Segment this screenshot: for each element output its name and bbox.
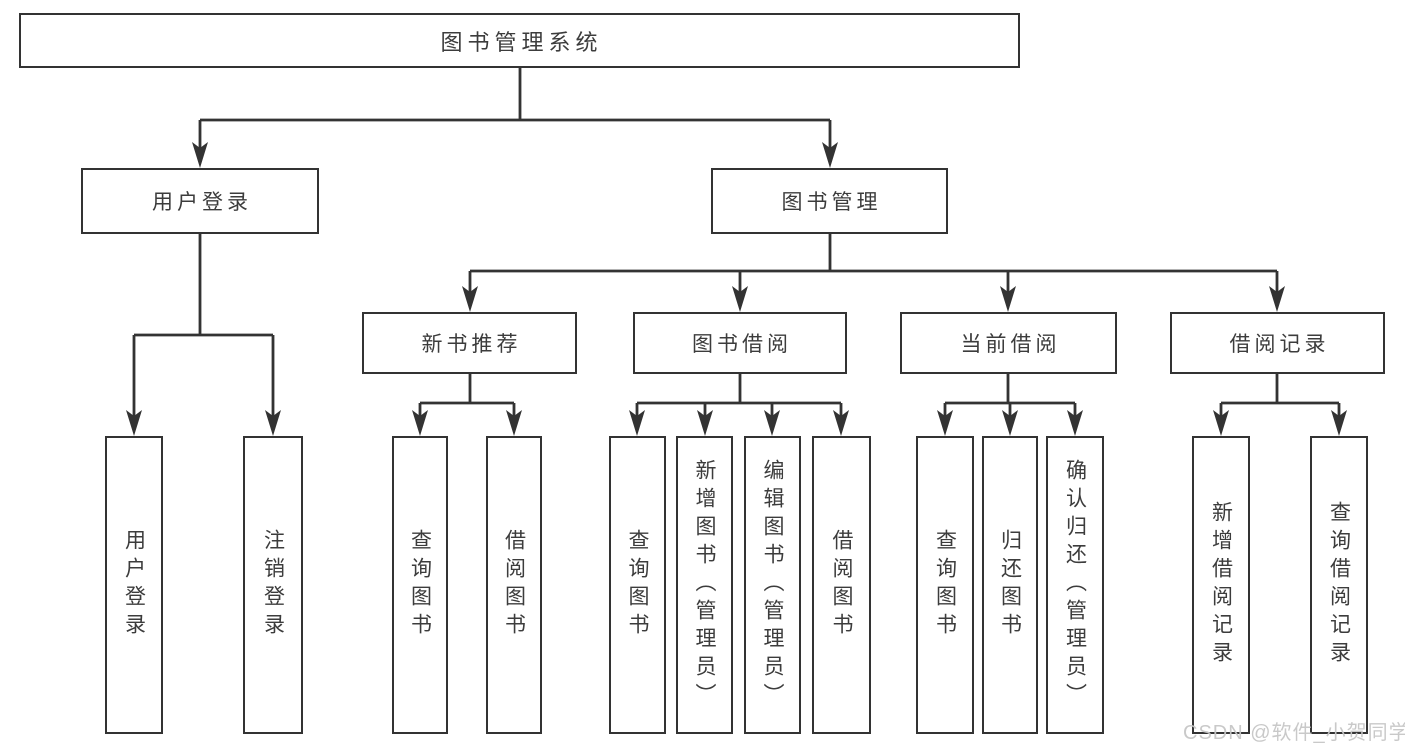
node-label: 借阅图书 [830, 529, 853, 641]
arrow-icon [1331, 410, 1347, 436]
arrow-icon [412, 410, 428, 436]
node-new-book-recommend: 新书推荐 [362, 312, 577, 374]
node-borrow-records: 借阅记录 [1170, 312, 1385, 374]
arrow-icon [1269, 286, 1285, 312]
arrow-icon [697, 410, 713, 436]
node-leaf-logout: 注销登录 [243, 436, 303, 734]
arrow-icon [629, 410, 645, 436]
connector-root [198, 68, 832, 148]
arrow-icon [1002, 410, 1018, 436]
arrow-icon [1000, 286, 1016, 312]
arrow-icon [732, 286, 748, 312]
node-label: 确认归还（管理员） [1063, 459, 1087, 711]
connector-borrow-records [1219, 374, 1341, 416]
node-label: 查询图书 [408, 529, 432, 641]
node-leaf-add-books-admin: 新增图书（管理员） [676, 436, 733, 734]
node-leaf-user-login: 用户登录 [105, 436, 163, 734]
node-leaf-add-borrow-record: 新增借阅记录 [1192, 436, 1250, 734]
node-library-management-system: 图书管理系统 [19, 13, 1020, 68]
arrow-icon [1067, 410, 1083, 436]
arrow-icon [126, 410, 142, 436]
connector-book-management [468, 234, 1279, 292]
node-label: 图书管理系统 [440, 29, 603, 55]
node-label: 新增借阅记录 [1209, 501, 1233, 669]
arrow-icon [265, 410, 281, 436]
node-label: 借阅图书 [502, 529, 526, 641]
connector-user-login [132, 234, 275, 416]
node-book-management: 图书管理 [711, 168, 948, 234]
connector-new-books [418, 374, 516, 416]
node-leaf-edit-books-admin: 编辑图书（管理员） [744, 436, 801, 734]
node-label: 图书管理 [781, 191, 882, 214]
connector-book-borrow [635, 374, 843, 416]
node-label: 用户登录 [122, 529, 146, 641]
node-leaf-query-books-3: 查询图书 [916, 436, 974, 734]
node-leaf-query-borrow-record: 查询借阅记录 [1310, 436, 1368, 734]
connector-current-borrow [943, 374, 1077, 416]
csdn-watermark: CSDN @软件_小贺同学 [1183, 722, 1405, 744]
node-label: 查询图书 [626, 529, 649, 641]
node-label: 当前借阅 [960, 333, 1061, 356]
node-label: 查询借阅记录 [1327, 501, 1351, 669]
node-leaf-borrow-books-2: 借阅图书 [812, 436, 871, 734]
node-label: 查询图书 [933, 529, 957, 641]
arrowheads [126, 142, 1347, 436]
node-label: 归还图书 [998, 529, 1022, 641]
arrow-icon [937, 410, 953, 436]
node-leaf-query-books-2: 查询图书 [609, 436, 666, 734]
arrow-icon [462, 286, 478, 312]
node-label: 新增图书（管理员） [693, 459, 716, 711]
node-leaf-return-books: 归还图书 [982, 436, 1038, 734]
node-label: 用户登录 [152, 191, 252, 214]
arrow-icon [192, 142, 208, 168]
arrow-icon [822, 142, 838, 168]
arrow-icon [1213, 410, 1229, 436]
node-leaf-confirm-return-admin: 确认归还（管理员） [1046, 436, 1104, 734]
arrow-icon [506, 410, 522, 436]
node-label: 注销登录 [261, 529, 285, 641]
node-label: 图书借阅 [692, 333, 792, 356]
arrow-icon [833, 410, 849, 436]
node-label: 借阅记录 [1229, 333, 1330, 356]
node-label: 新书推荐 [421, 333, 522, 356]
node-current-borrow: 当前借阅 [900, 312, 1117, 374]
node-book-borrow: 图书借阅 [633, 312, 847, 374]
node-label: 编辑图书（管理员） [761, 459, 784, 711]
node-leaf-borrow-books-1: 借阅图书 [486, 436, 542, 734]
node-leaf-query-books-1: 查询图书 [392, 436, 448, 734]
arrow-icon [764, 410, 780, 436]
node-user-login: 用户登录 [81, 168, 319, 234]
